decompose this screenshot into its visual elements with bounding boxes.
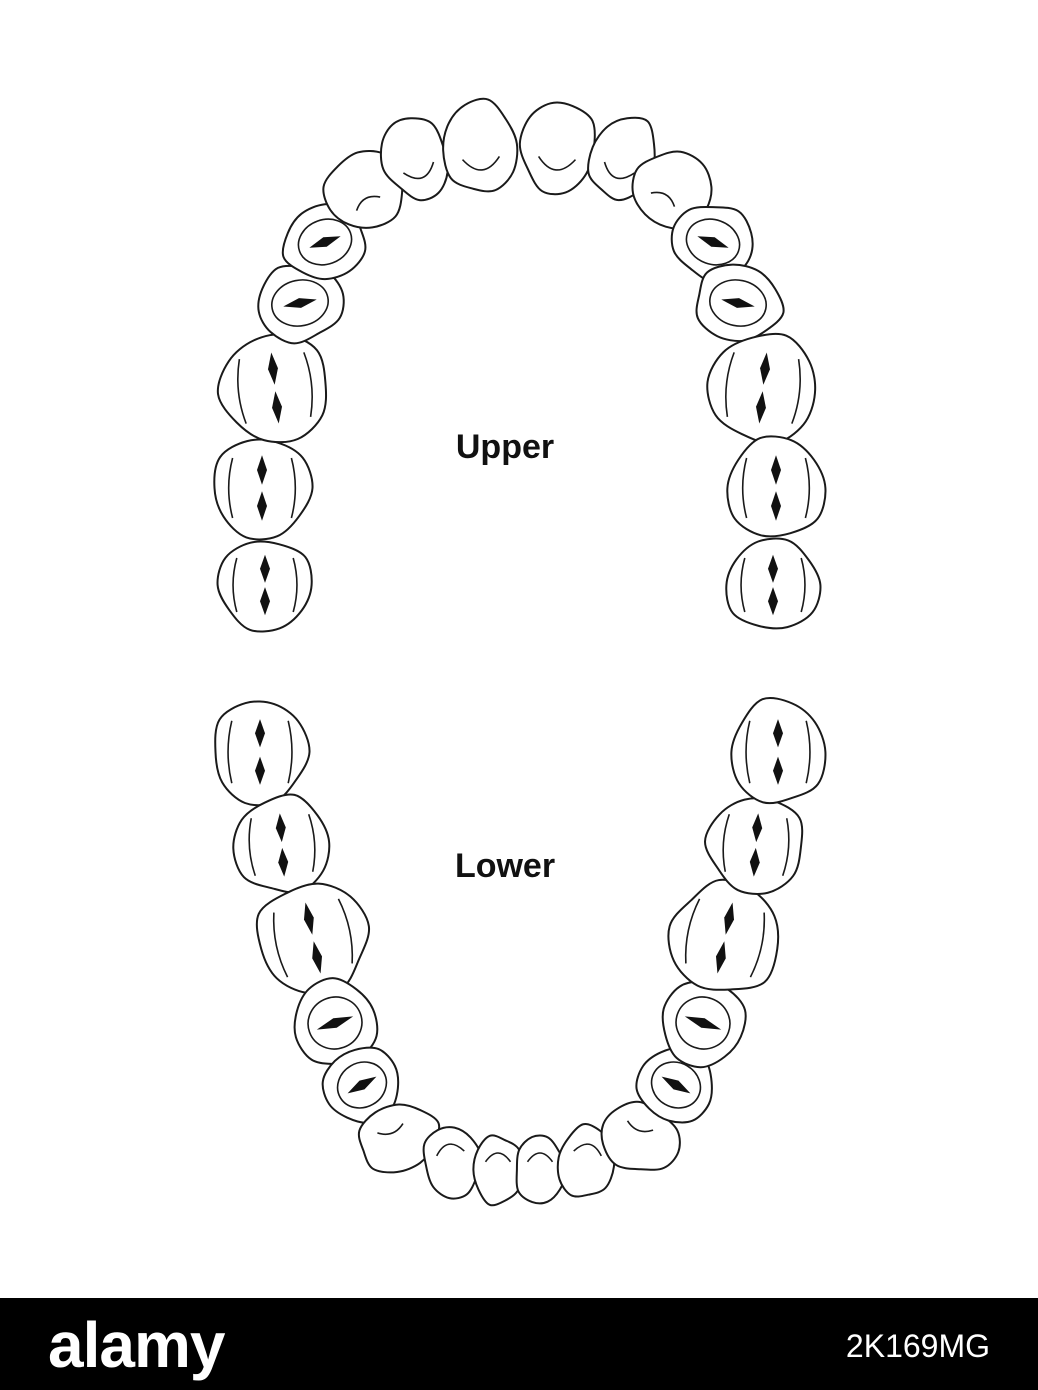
upper-left-first-molar — [702, 327, 821, 448]
upper-right-third-molar — [218, 542, 312, 632]
lower-arch-label: Lower — [385, 847, 625, 886]
lower-left-third-molar — [731, 698, 825, 803]
upper-left-third-molar — [726, 539, 820, 629]
upper-right-first-molar — [212, 330, 331, 449]
brand-logo: alamy — [48, 1308, 224, 1382]
image-id: 2K169MG — [846, 1328, 990, 1365]
dental-arch-diagram — [0, 0, 1038, 1298]
upper-arch-label: Upper — [385, 428, 625, 467]
upper-right-second-molar — [214, 440, 312, 540]
upper-arch — [212, 96, 825, 631]
watermark-footer: alamy 2K169MG — [0, 1298, 1038, 1390]
upper-left-central-incisor — [516, 99, 598, 197]
upper-right-central-incisor — [439, 96, 521, 195]
upper-left-second-molar — [727, 436, 825, 536]
lower-right-second-molar — [230, 792, 333, 897]
lower-right-third-molar — [215, 701, 309, 805]
lower-arch — [215, 698, 825, 1205]
